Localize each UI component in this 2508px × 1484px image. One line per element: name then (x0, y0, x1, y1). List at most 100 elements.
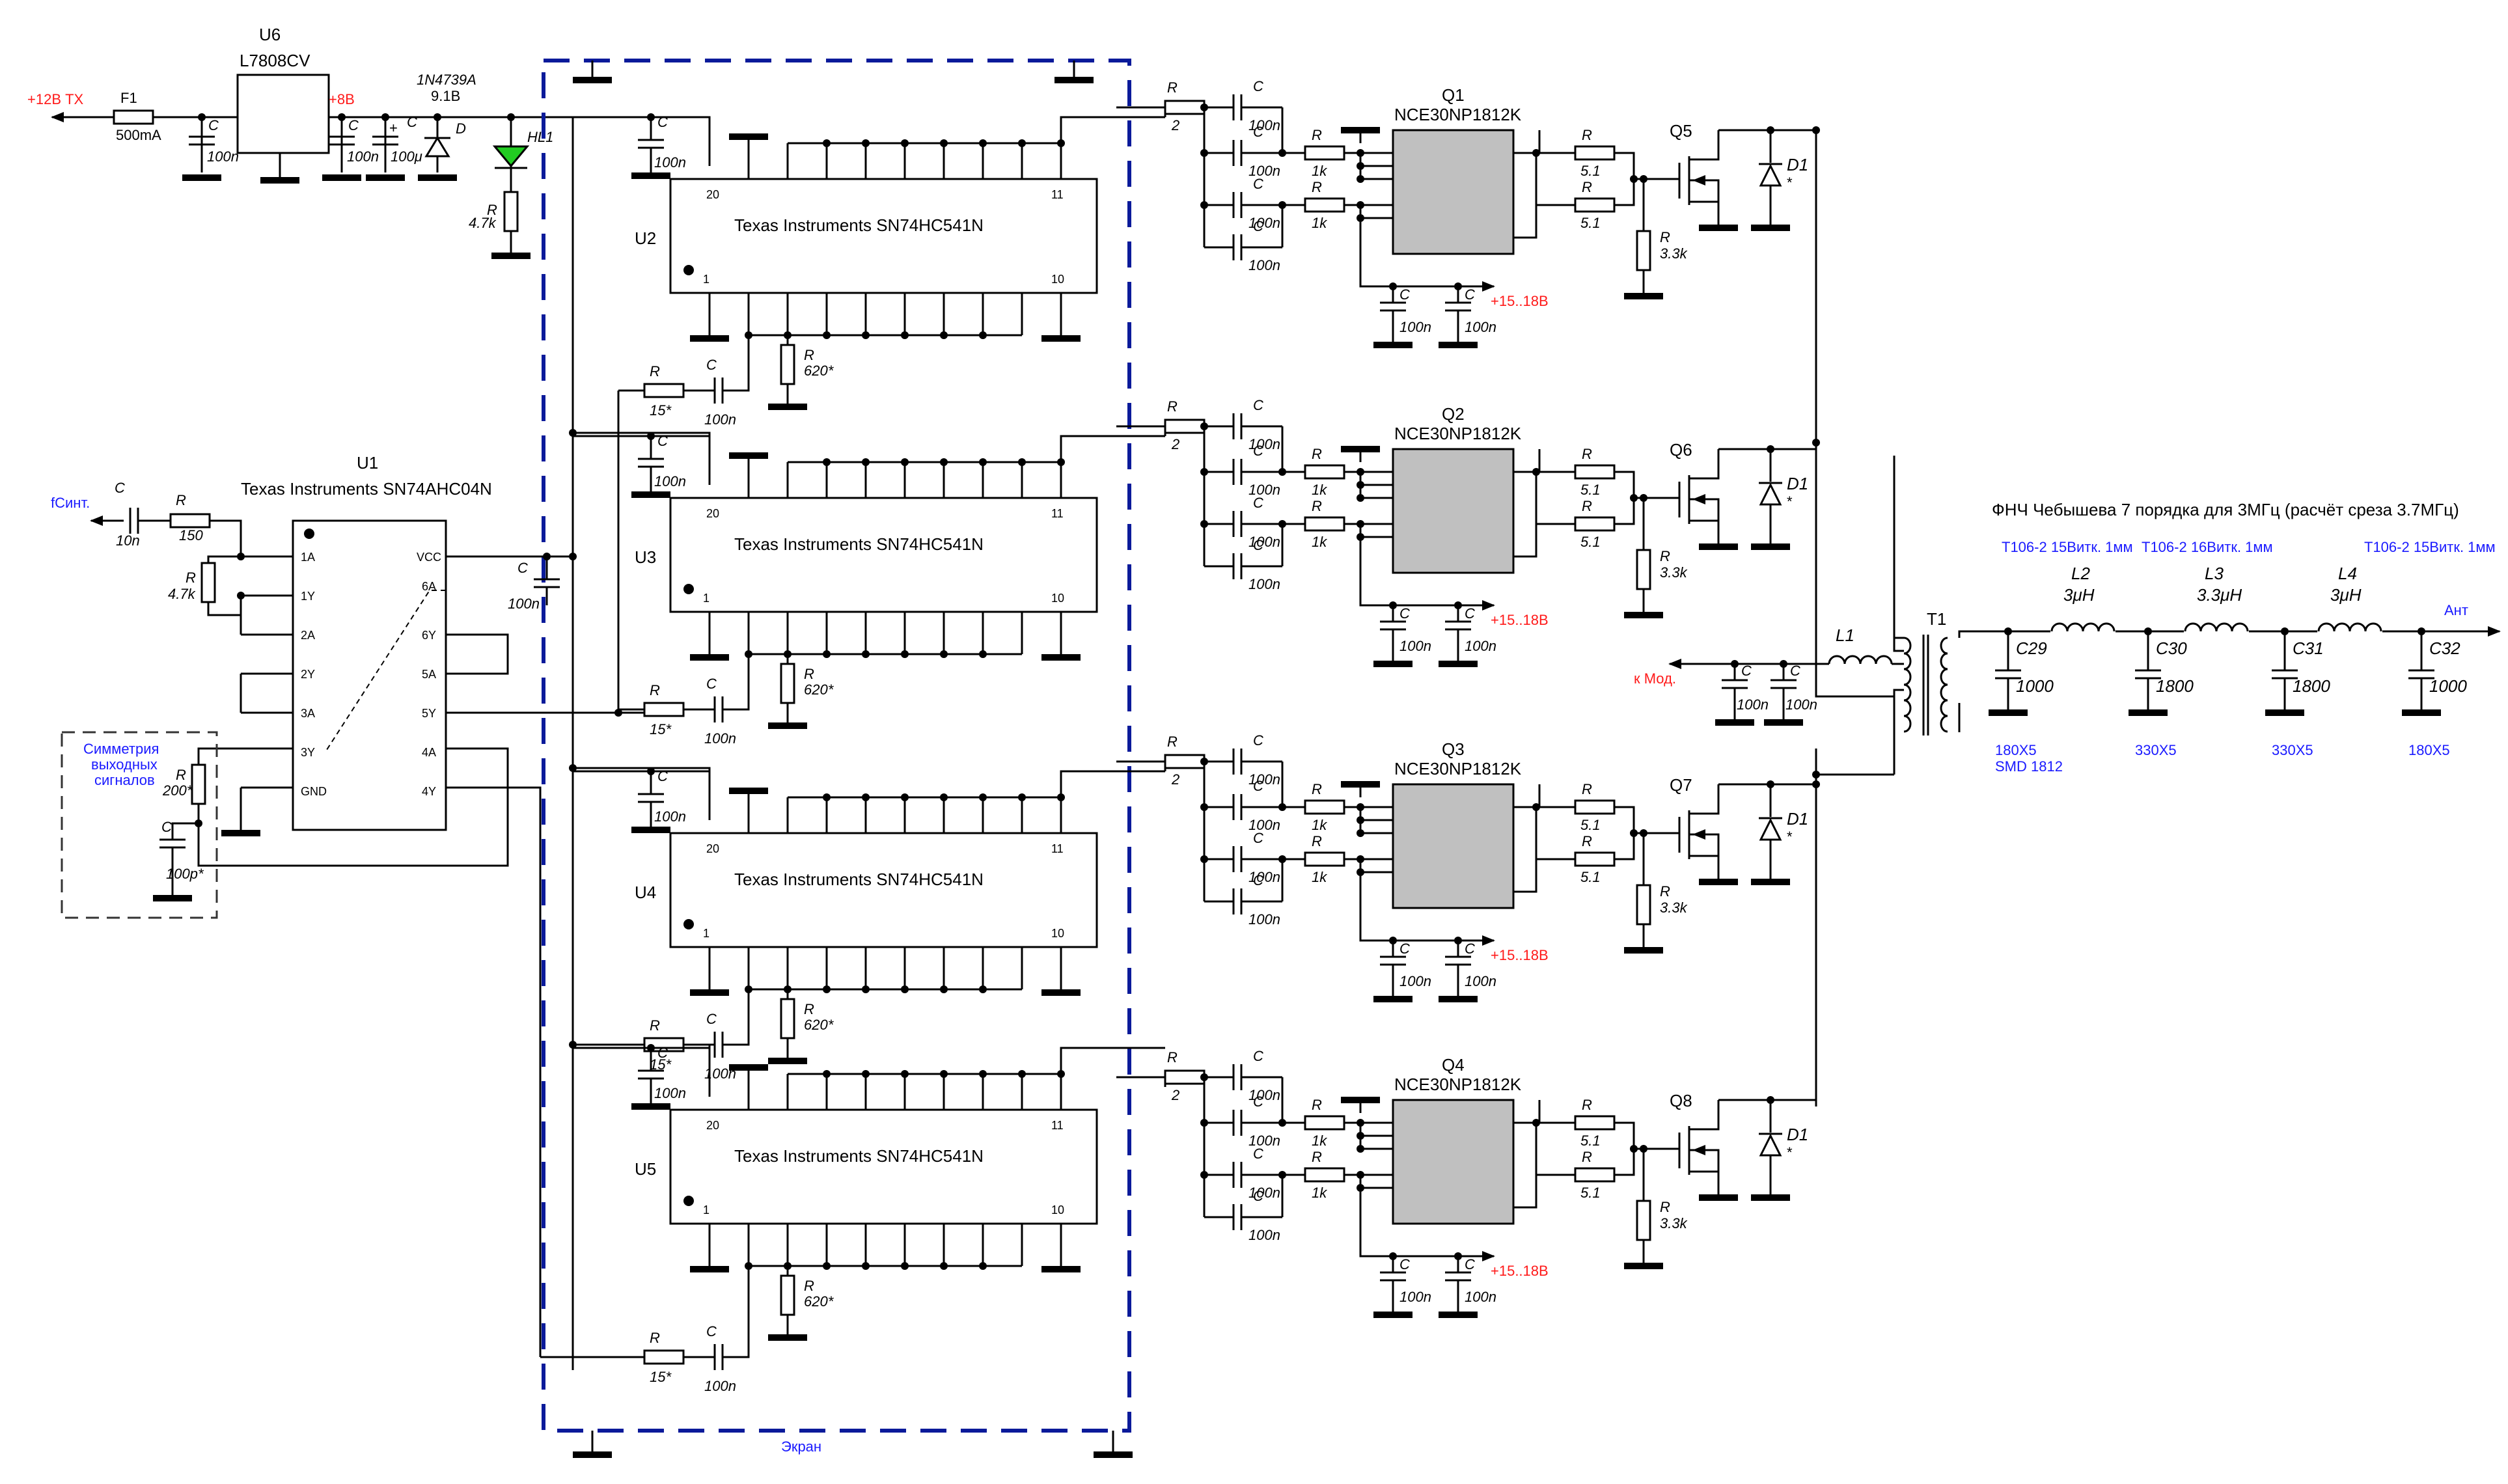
resistor (1574, 1115, 1616, 1131)
r-gate-ref: R (1312, 781, 1322, 797)
choke-ref: L1 (1836, 625, 1854, 645)
svg-text:GND: GND (301, 785, 327, 798)
ground-symbol (1041, 1266, 1081, 1272)
r-in-value: 2 (1171, 436, 1179, 452)
inductor-value: 3.3μH (2197, 585, 2242, 605)
junction-dot (1200, 468, 1208, 476)
diode-ref: D1 (1787, 474, 1808, 493)
r-in-ref: R (1167, 398, 1178, 415)
r-gate-value: 1k (1312, 1185, 1327, 1201)
junction-dot (1200, 758, 1208, 765)
svg-text:C: C (1790, 663, 1800, 679)
junction-dot (1018, 793, 1026, 801)
r-out-value: 5.1 (1580, 534, 1601, 550)
r-out-ref: R (1582, 1097, 1592, 1113)
series-r-ref: R (650, 1017, 660, 1034)
supply-arrow (1482, 600, 1495, 611)
c-ref: C (1465, 286, 1475, 303)
filter-title: ФНЧ Чебышева 7 порядка для 3МГц (расчёт … (1992, 500, 2459, 519)
junction-dot (1200, 149, 1208, 157)
filter-cap-value: 1000 (2429, 676, 2467, 696)
junction-dot (979, 650, 987, 658)
pin1-marker (683, 265, 694, 275)
supply-arrow (1482, 281, 1495, 292)
r-gate-value: 1k (1312, 869, 1327, 885)
c-ref: C (1253, 397, 1263, 413)
resistor (1164, 754, 1206, 769)
r-in-ref: R (1167, 734, 1178, 750)
coil-note-l4: T106-2 15Витк. 1мм (2364, 539, 2496, 555)
r-in-value: 2 (1171, 1087, 1179, 1103)
svg-text:3A: 3A (301, 707, 315, 720)
label: 100n (654, 154, 686, 171)
pin-label: 11 (1051, 507, 1064, 520)
series-r-ref: R (650, 682, 660, 698)
junction-dot (1640, 1145, 1647, 1153)
ground-symbol (1699, 879, 1738, 885)
pd-r-value: 620* (804, 363, 834, 379)
c-value: 100n (1465, 319, 1496, 335)
pin-label: 10 (1051, 273, 1064, 286)
junction-dot (1018, 458, 1026, 466)
c-ref: C (1253, 443, 1263, 459)
screen-enclosure: Экран (542, 59, 1133, 1458)
junction-dot (1640, 829, 1647, 837)
main-bus (198, 113, 711, 1370)
c-value: 100n (1248, 1185, 1280, 1201)
supply-label: +15..18В (1491, 947, 1549, 963)
series-r-value: 15* (650, 1369, 672, 1385)
c-value: 100n (1465, 1289, 1496, 1305)
r-pd-value: 3.3k (1660, 564, 1688, 581)
c-value: 100n (1248, 534, 1280, 550)
power-section: +12В ТХ F1 500mA C 100n U6 L7808CV +8В C… (27, 25, 710, 259)
ground-symbol (1624, 612, 1663, 618)
r-out-value: 5.1 (1580, 1133, 1601, 1149)
r-pd-ref: R (1660, 548, 1670, 564)
svg-text:6Y: 6Y (422, 629, 436, 642)
svg-text:1A: 1A (301, 551, 315, 564)
junction-dot (1532, 1119, 1540, 1127)
junction-dot (823, 793, 831, 801)
transformer-ref: T1 (1927, 609, 1946, 629)
ground-symbol (1439, 1312, 1478, 1318)
driver-part: NCE30NP1812K (1394, 105, 1522, 124)
wire (573, 116, 711, 166)
c-ref: C (1253, 1188, 1263, 1204)
c-value: 100n (1248, 911, 1280, 928)
ground-symbol (1624, 293, 1663, 299)
junction-dot (823, 1262, 831, 1270)
r-in-ref: R (1167, 1049, 1178, 1065)
inductor-ref: L4 (2338, 564, 2357, 583)
c-value: 100n (1248, 117, 1280, 133)
c-ref: C (1253, 732, 1263, 749)
junction-dot (940, 331, 948, 339)
coupling-c-value: 100n (704, 1378, 736, 1394)
resistor (1636, 884, 1651, 926)
filter-cap-type: 180X5 (1995, 742, 2037, 758)
junction-dot (1200, 201, 1208, 209)
diode-ref: D1 (1787, 155, 1808, 174)
resistor (1574, 464, 1616, 480)
r-gate-ref: R (1312, 1097, 1322, 1113)
coupling-c-ref: C (706, 676, 717, 692)
pin-label: 20 (706, 842, 719, 855)
ground-symbol (1989, 709, 2028, 716)
r-gate-ref: R (1312, 446, 1322, 462)
resistor (643, 383, 685, 398)
c-value: 100n (1248, 1133, 1280, 1149)
resistor (1574, 1167, 1616, 1183)
junction-dot (901, 1262, 909, 1270)
wire (1689, 519, 1720, 534)
u1-part: Texas Instruments SN74AHC04N (241, 479, 492, 499)
r-pd-ref: R (1660, 1199, 1670, 1215)
junction-dot (979, 331, 987, 339)
r-pd-value: 3.3k (1660, 245, 1688, 262)
ground-symbol (631, 491, 670, 498)
c-in-value: 10n (116, 532, 140, 549)
r-gate-ref: R (1312, 179, 1322, 195)
sym-c-value: 100p* (166, 866, 204, 882)
ground-symbol (1373, 342, 1412, 348)
